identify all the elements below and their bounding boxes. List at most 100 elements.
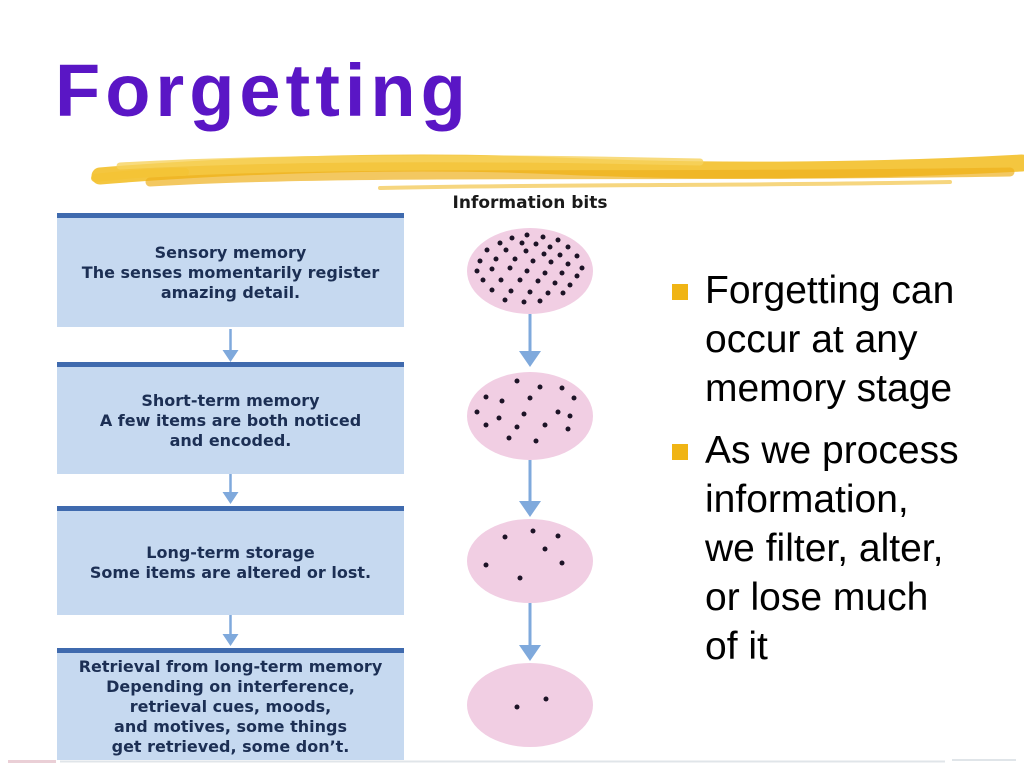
bullet-text-line: memory stage (705, 367, 953, 410)
information-bit-dot (483, 394, 489, 400)
bullet-text-line: we filter, alter, (705, 527, 944, 570)
information-bit-dot (499, 398, 505, 404)
information-bit-dot (477, 258, 483, 264)
flow-box-short-term-memory: Short-term memory A few items are both n… (57, 362, 404, 474)
information-bit-dot (547, 244, 553, 250)
information-bit-dot (533, 241, 539, 247)
information-bit-dot (552, 280, 558, 286)
bullet-text-line: information, (705, 478, 909, 521)
flow-box-line: retrieval cues, moods, (129, 696, 332, 716)
information-bit-dot (502, 534, 508, 540)
information-bit-dot (567, 413, 573, 419)
information-bit-dot (521, 299, 527, 305)
information-bit-dot (545, 290, 551, 295)
ellipse-arrows (519, 314, 541, 661)
bullet-list: Forgetting can occur at any memory stage… (672, 266, 1017, 684)
information-bit-dot (503, 247, 509, 253)
information-bit-dot (574, 273, 580, 279)
flow-box-line: and motives, some things (114, 716, 347, 736)
flow-box-title: Sensory memory (154, 242, 307, 262)
bullet-text-line: occur at any (705, 318, 918, 361)
information-bit-dot (542, 422, 548, 428)
information-bit-dot (523, 248, 529, 254)
information-bit-dot (559, 270, 564, 276)
bullet-item: Forgetting can occur at any memory stage (672, 266, 1017, 413)
information-bit-dot (483, 422, 489, 428)
flow-box-long-term-storage: Long-term storage Some items are altered… (57, 506, 404, 615)
flow-box-line: Some items are altered or lost. (89, 563, 372, 582)
information-bit-dot (565, 426, 571, 432)
bits-ellipse-2 (467, 372, 593, 460)
information-bit-dot (497, 240, 503, 246)
information-bit-dot (560, 290, 566, 296)
bullet-text: As we process information, we filter, al… (705, 426, 959, 671)
information-bit-dot (514, 704, 520, 710)
information-bit-dot (506, 435, 512, 441)
information-bit-dot (527, 395, 533, 401)
information-bit-dot (498, 277, 504, 283)
information-bit-dot (537, 298, 543, 304)
information-bit-dot (571, 395, 577, 401)
bullet-square-icon (672, 444, 688, 460)
information-bit-dot (574, 253, 580, 259)
bits-ellipse-3 (467, 519, 593, 603)
information-bit-dot (524, 268, 530, 274)
information-bit-dot (530, 258, 536, 264)
information-bit-dot (579, 265, 585, 271)
information-bit-dot (489, 287, 495, 293)
information-bit-dot (517, 277, 523, 283)
information-bit-dot (507, 265, 513, 271)
flow-box-line: and encoded. (169, 430, 292, 450)
information-bit-dot (565, 244, 571, 250)
flow-box-title: Retrieval from long-term memory (78, 656, 383, 676)
information-bit-dot (527, 289, 533, 295)
information-bit-dot (555, 237, 561, 243)
information-bit-dot (509, 235, 515, 241)
information-bit-dot (521, 411, 527, 417)
information-bit-dot (524, 232, 530, 238)
flow-box-sensory-memory: Sensory memory The senses momentarily re… (57, 213, 404, 327)
information-bit-dot (557, 252, 563, 258)
information-bit-dot (480, 277, 486, 283)
information-bit-dot (514, 424, 520, 430)
flow-box-line: A few items are both noticed (99, 410, 362, 430)
bottom-edge-line (8, 759, 1016, 763)
information-bit-dot (484, 247, 490, 253)
information-bit-dot (514, 378, 520, 384)
highlighter-stroke-icon (91, 154, 1024, 190)
bullet-text-line: or lose much (705, 576, 929, 619)
bullet-text: Forgetting can occur at any memory stage (705, 266, 954, 413)
bits-ellipse-1 (467, 228, 593, 314)
information-bit-dot (502, 297, 508, 303)
bullet-text-line: As we process (705, 429, 959, 472)
information-bit-dot (517, 575, 523, 581)
information-bit-dot (519, 240, 525, 246)
information-bit-dot (541, 251, 547, 257)
flow-box-retrieval: Retrieval from long-term memory Dependin… (57, 648, 404, 760)
information-bit-dot (565, 261, 571, 267)
information-bit-dot (512, 256, 518, 262)
information-bit-dot (474, 268, 480, 274)
bits-ellipse-4 (467, 663, 593, 747)
information-bit-dot (489, 266, 495, 272)
flow-box-line: Depending on interference, (106, 676, 355, 696)
flow-box-title: Long-term storage (146, 543, 315, 562)
information-bit-dot (496, 415, 501, 421)
bullet-text-line: Forgetting can (705, 269, 955, 312)
information-bit-dot (533, 438, 539, 444)
information-bit-dot (559, 385, 564, 391)
information-bit-dot (543, 696, 549, 702)
information-bit-dot (540, 234, 546, 240)
information-bit-dot (530, 528, 536, 534)
information-bit-dot (542, 546, 548, 552)
information-bit-dot (559, 560, 564, 566)
flow-box-line: The senses momentarily register (81, 262, 380, 282)
information-bits-label: Information bits (452, 193, 608, 213)
flow-box-line: get retrieved, some don’t. (111, 736, 350, 756)
information-bit-dot (493, 256, 499, 262)
information-bit-dot (548, 259, 554, 265)
information-bit-dot (555, 533, 561, 539)
information-bit-dot (535, 278, 541, 284)
flow-box-line: amazing detail. (160, 282, 301, 302)
